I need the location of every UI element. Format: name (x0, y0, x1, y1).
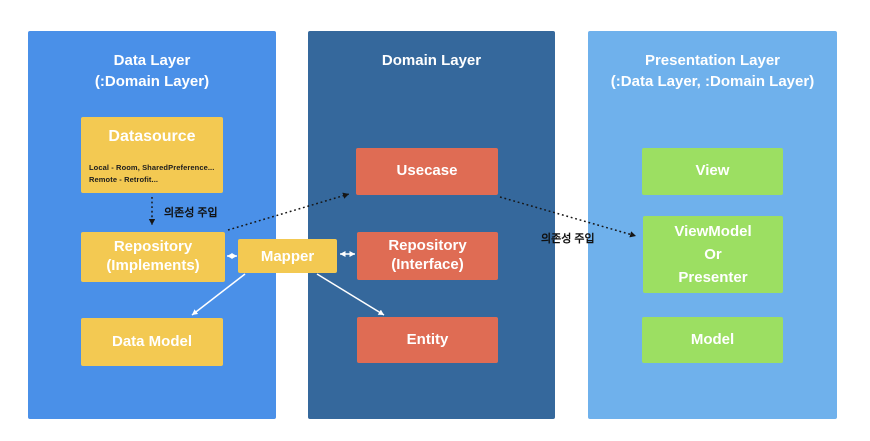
datasource-note-line2: Remote - Retrofit... (89, 175, 159, 184)
view-box: View (642, 148, 783, 195)
usecase-label: Usecase (396, 162, 458, 180)
presentation-layer-panel: Presentation Layer (:Data Layer, :Domain… (588, 31, 837, 419)
presentation-layer-title-line1: Presentation Layer (644, 52, 781, 69)
data-model-label: Data Model (111, 332, 192, 350)
mapper-box: Mapper (238, 239, 337, 273)
data-model-box: Data Model (81, 318, 223, 366)
data-layer-title: Data Layer (:Domain Layer) (28, 50, 276, 92)
di-label-right: 의존성 주입 (541, 233, 595, 245)
domain-layer-title: Domain Layer (381, 52, 482, 69)
di-label-left: 의존성 주입 (164, 207, 218, 219)
data-layer-title-line2: (:Domain Layer) (94, 73, 210, 90)
viewmodel-box: ViewModel Or Presenter (643, 216, 783, 293)
model-box: Model (642, 317, 783, 363)
entity-box: Entity (357, 317, 498, 363)
viewmodel-label: ViewModel Or Presenter (674, 222, 752, 287)
view-label: View (695, 162, 730, 180)
datasource-note-line1: Local - Room, SharedPreference... (89, 163, 215, 172)
model-label: Model (690, 330, 735, 348)
data-layer-panel: Data Layer (:Domain Layer) Datasource Lo… (28, 31, 276, 419)
mapper-label: Mapper (260, 247, 315, 265)
datasource-box: Datasource Local - Room, SharedPreferenc… (81, 117, 223, 193)
domain-layer-panel: Domain Layer Usecase Repository (Interfa… (308, 31, 555, 419)
repository-implements-label: Repository (Implements) (106, 238, 200, 274)
usecase-box: Usecase (356, 148, 498, 195)
datasource-label: Datasource (108, 128, 196, 145)
presentation-layer-title: Presentation Layer (:Data Layer, :Domain… (588, 50, 837, 92)
repository-interface-box: Repository (Interface) (357, 232, 498, 280)
data-layer-title-line1: Data Layer (113, 52, 191, 69)
repository-implements-box: Repository (Implements) (81, 232, 225, 282)
repository-interface-label: Repository (Interface) (388, 237, 467, 273)
datasource-notes: Local - Room, SharedPreference... Remote… (89, 162, 215, 186)
presentation-layer-title-line2: (:Data Layer, :Domain Layer) (610, 73, 815, 90)
entity-label: Entity (406, 330, 449, 348)
